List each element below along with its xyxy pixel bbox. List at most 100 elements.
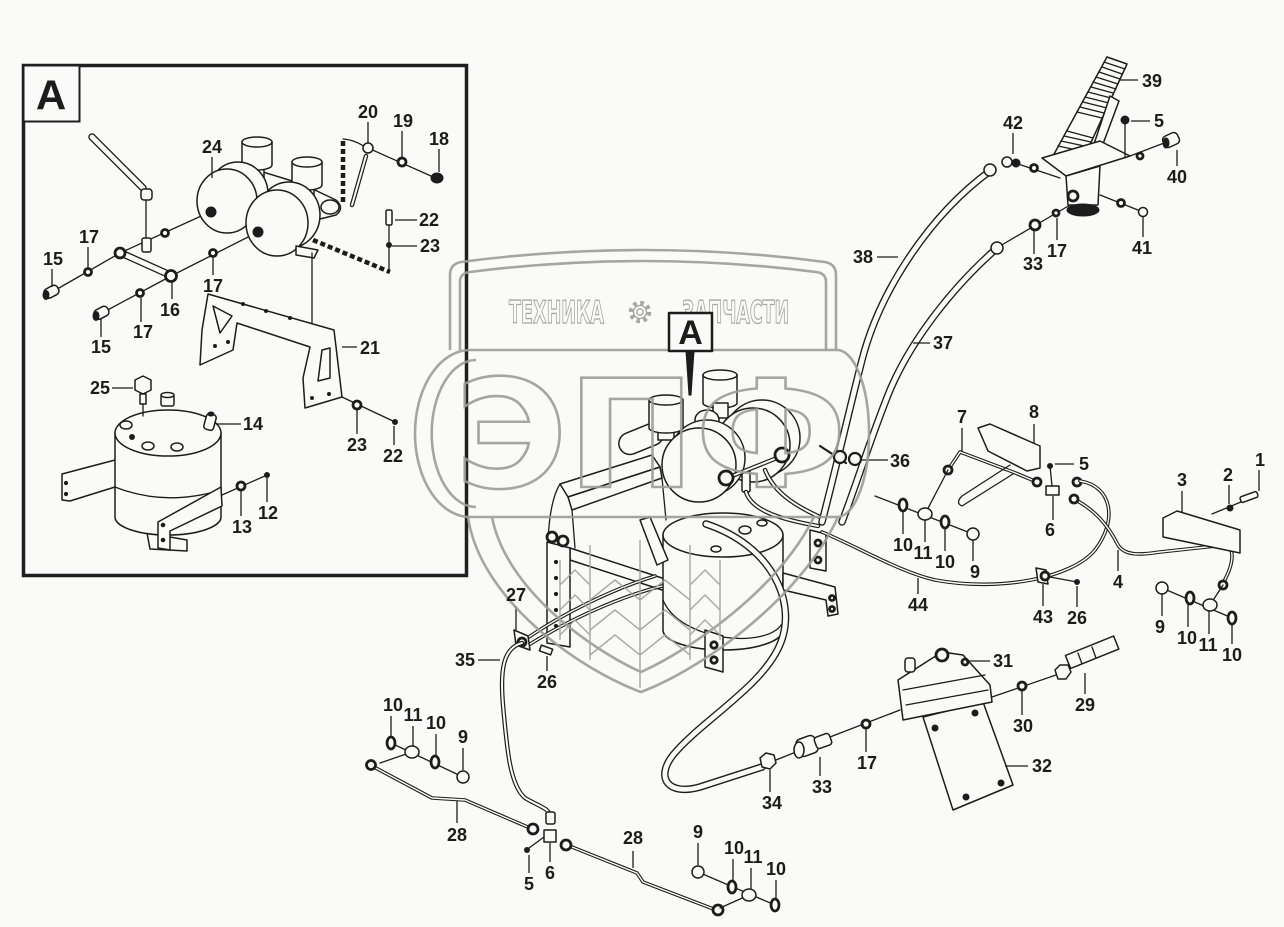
callout-number[interactable]: 10 — [766, 859, 786, 879]
pipe-fitting — [1068, 493, 1080, 505]
callout-number[interactable]: 3 — [1177, 470, 1187, 490]
callout-number[interactable]: 24 — [202, 137, 222, 157]
callout-number[interactable]: 42 — [1003, 113, 1023, 133]
callout-number[interactable]: 15 — [91, 337, 111, 357]
callout-number[interactable]: 23 — [347, 435, 367, 455]
callout-number[interactable]: 10 — [935, 552, 955, 572]
mounting-bracket — [199, 293, 343, 409]
callout-number[interactable]: 33 — [1023, 254, 1043, 274]
inset-frame — [21, 63, 469, 578]
callout-number[interactable]: 18 — [429, 129, 449, 149]
bolt-hole — [828, 605, 836, 613]
callout-number[interactable]: 5 — [1154, 111, 1164, 131]
assembly-line — [341, 396, 396, 423]
watermark-logo: ЭПФ — [455, 349, 847, 523]
callout-number[interactable]: 34 — [762, 793, 782, 813]
callout-number[interactable]: 44 — [908, 595, 928, 615]
callout-number[interactable]: 27 — [506, 585, 526, 605]
callout-number[interactable]: 22 — [383, 446, 403, 466]
callout-number[interactable]: 26 — [1067, 608, 1087, 628]
callout-number[interactable]: 21 — [360, 338, 380, 358]
callout-number[interactable]: 40 — [1167, 167, 1187, 187]
callout-number[interactable]: 9 — [1155, 617, 1165, 637]
hose-end-fitting — [990, 241, 1004, 255]
watermark-band-left — [413, 348, 477, 519]
callout-number[interactable]: 7 — [957, 407, 967, 427]
callout-number[interactable]: 35 — [455, 650, 475, 670]
callout-number[interactable]: 9 — [970, 562, 980, 582]
callout-number[interactable]: 17 — [857, 753, 877, 773]
pipe-clip — [1035, 567, 1051, 585]
washer — [1135, 151, 1145, 161]
callout-number[interactable]: 14 — [243, 414, 263, 434]
callout-number[interactable]: 17 — [79, 227, 99, 247]
callout-number[interactable]: 8 — [1029, 402, 1039, 422]
callout-number[interactable]: 38 — [853, 247, 873, 267]
callout-number[interactable]: 39 — [1142, 71, 1162, 91]
washer — [769, 897, 781, 913]
callout-number[interactable]: 11 — [403, 705, 422, 725]
callout-number[interactable]: 4 — [1113, 572, 1123, 592]
washer — [897, 497, 909, 513]
callout-number[interactable]: 11 — [743, 847, 762, 867]
callout-number[interactable]: 1 — [1255, 450, 1265, 470]
callout-number[interactable]: 36 — [890, 451, 910, 471]
tank-strap — [662, 599, 784, 640]
callout-number[interactable]: 10 — [426, 713, 446, 733]
callout-number[interactable]: 22 — [419, 210, 439, 230]
callout-number[interactable]: 30 — [1013, 716, 1033, 736]
callout-number[interactable]: 31 — [993, 651, 1013, 671]
callout-number[interactable]: 19 — [393, 111, 413, 131]
callout-number[interactable]: 13 — [232, 517, 252, 537]
port — [1066, 189, 1080, 203]
callout-number[interactable]: 5 — [524, 874, 534, 894]
callout-number[interactable]: 12 — [258, 503, 278, 523]
bolt — [538, 644, 554, 656]
callout-number[interactable]: 28 — [623, 828, 643, 848]
callout-number[interactable]: 10 — [383, 695, 403, 715]
callout-number[interactable]: 10 — [1177, 628, 1197, 648]
callout-number[interactable]: 9 — [458, 727, 468, 747]
fitting — [362, 142, 374, 154]
fluid-reservoir — [648, 394, 684, 441]
callout-number[interactable]: 11 — [1198, 635, 1217, 655]
callout-number[interactable]: 6 — [545, 863, 555, 883]
callout-number[interactable]: 43 — [1033, 607, 1053, 627]
callout-number[interactable]: 17 — [203, 276, 223, 296]
callout-number[interactable]: 5 — [1079, 454, 1089, 474]
watermark-band-right — [835, 348, 871, 519]
callout-number[interactable]: 37 — [933, 333, 953, 353]
leader-lines — [51, 122, 440, 516]
callout-number[interactable]: 41 — [1132, 238, 1152, 258]
bracket-hole — [212, 305, 233, 334]
callout-number[interactable]: 2 — [1223, 465, 1233, 485]
callout-number[interactable]: 17 — [133, 322, 153, 342]
washer — [1029, 163, 1039, 173]
callout-number[interactable]: 23 — [420, 236, 440, 256]
callout-number[interactable]: 9 — [693, 822, 703, 842]
callout-number[interactable]: 33 — [812, 777, 832, 797]
inset-marker-box — [22, 64, 81, 123]
callout-number[interactable]: 29 — [1075, 695, 1095, 715]
callout-number[interactable]: 10 — [724, 838, 744, 858]
callout-number[interactable]: 26 — [537, 672, 557, 692]
callout-number[interactable]: 15 — [43, 249, 63, 269]
callout-number[interactable]: 32 — [1032, 756, 1052, 776]
drain-plug — [134, 375, 152, 417]
tee-fitting — [113, 237, 178, 283]
callout-number[interactable]: 16 — [160, 300, 180, 320]
callout-number[interactable]: 28 — [447, 825, 467, 845]
callout-number[interactable]: 20 — [358, 102, 378, 122]
callout-number[interactable]: 10 — [1222, 645, 1242, 665]
callout-number[interactable]: 17 — [1047, 241, 1067, 261]
callout-number[interactable]: 25 — [90, 378, 110, 398]
callout-number[interactable]: 11 — [913, 543, 932, 563]
washer — [385, 735, 397, 751]
callout-number[interactable]: 10 — [893, 535, 913, 555]
main-view — [365, 56, 1260, 917]
banjo-bolt — [691, 865, 705, 879]
view-marker-letter[interactable]: A — [678, 314, 703, 352]
hose-end-fitting — [545, 811, 556, 825]
bolt — [392, 419, 398, 425]
callout-number[interactable]: 6 — [1045, 520, 1055, 540]
